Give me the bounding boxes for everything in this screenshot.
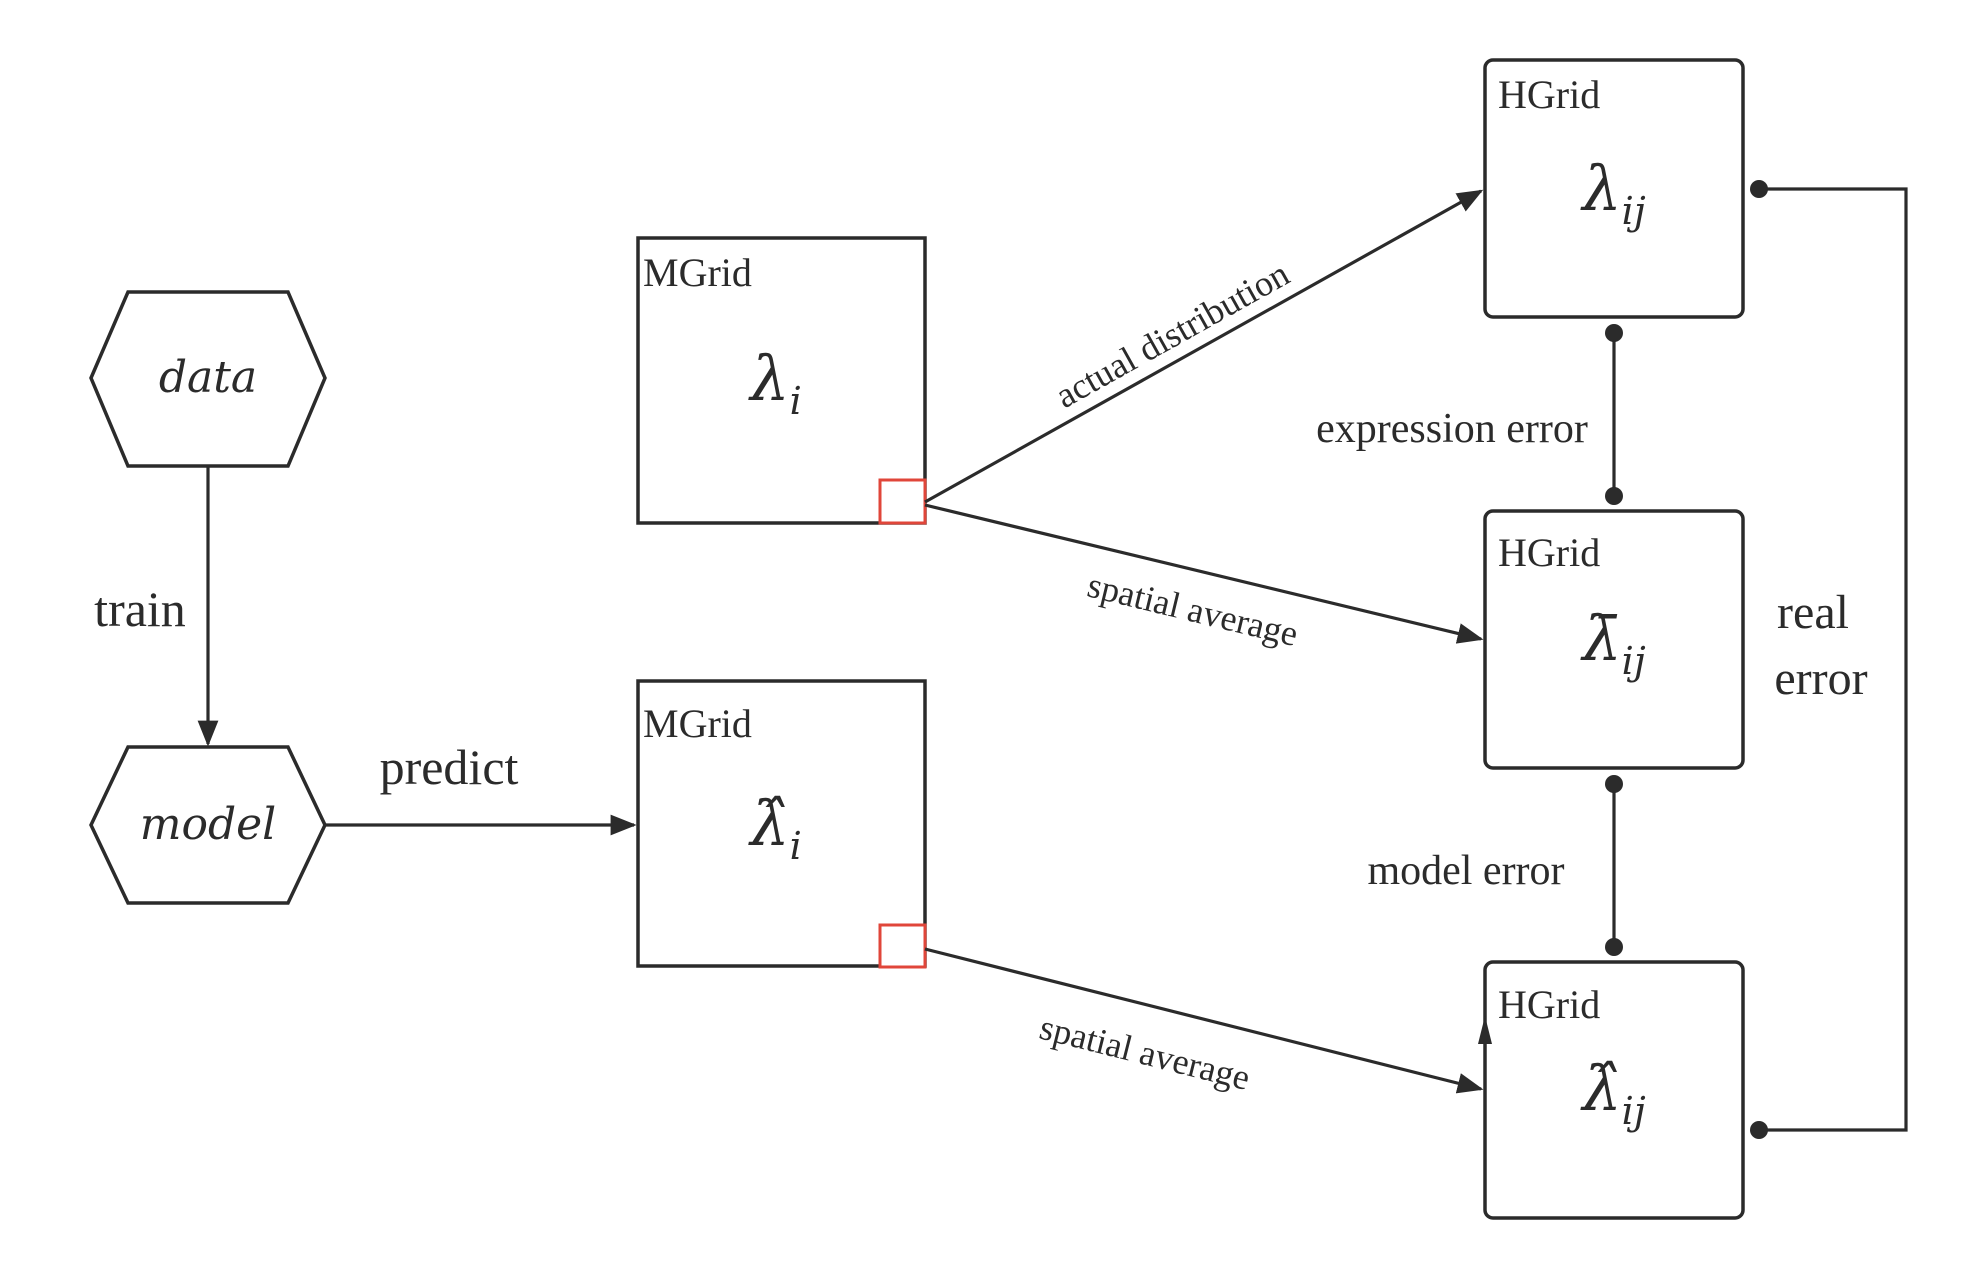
mgrid-actual: MGrid λi: [636, 236, 927, 525]
actual-distribution-label: actual distribution: [1049, 253, 1296, 416]
train-label: train: [94, 581, 186, 637]
hgrid-predicted-symbol: λ̂ij: [1579, 1052, 1645, 1133]
hgrid-actual-symbol: λij: [1579, 152, 1645, 233]
model-error-label: model error: [1367, 848, 1564, 894]
data-node: data: [89, 290, 327, 468]
predict-label: predict: [380, 739, 519, 795]
hgrid-actual: HGrid λij: [1483, 58, 1745, 319]
spatial-average-bottom-label: spatial average: [1036, 1007, 1254, 1098]
hgrid-predicted-entry-arrowhead: [1478, 1016, 1492, 1044]
mgrid-actual-symbol: λi: [747, 342, 801, 423]
hgrid-predicted-title: HGrid: [1498, 982, 1600, 1027]
mgrid-predicted-symbol: λ̂i: [747, 787, 801, 868]
mgrid-predicted: MGrid λ̂i: [636, 679, 927, 969]
model-node: model: [89, 745, 327, 905]
hgrid-average: HGrid λ̄ij: [1483, 509, 1745, 770]
actual-distribution-edge: [924, 189, 1484, 504]
mgrid-predicted-cell-marker: [878, 923, 927, 969]
spatial-average-top-edge: [924, 503, 1484, 644]
expression-error-label: expression error: [1316, 406, 1588, 452]
expression-error-connector: [1605, 324, 1623, 505]
hgrid-actual-title: HGrid: [1498, 72, 1600, 117]
hgrid-predicted: HGrid λ̂ij: [1483, 960, 1745, 1220]
real-error-label-line2: error: [1774, 652, 1867, 705]
spatial-average-bottom-edge: [924, 947, 1484, 1094]
spatial-average-top-label: spatial average: [1084, 565, 1302, 654]
data-node-label: data: [159, 352, 257, 403]
mgrid-actual-cell-marker: [878, 478, 927, 525]
model-error-connector: [1605, 775, 1623, 956]
real-error-label-line1: real: [1777, 586, 1849, 639]
mgrid-predicted-title: MGrid: [643, 701, 752, 746]
real-error-connector: [1750, 180, 1908, 1139]
model-node-label: model: [140, 799, 277, 850]
mgrid-actual-title: MGrid: [643, 250, 752, 295]
hgrid-average-symbol: λ̄ij: [1579, 602, 1645, 683]
hgrid-average-title: HGrid: [1498, 530, 1600, 575]
